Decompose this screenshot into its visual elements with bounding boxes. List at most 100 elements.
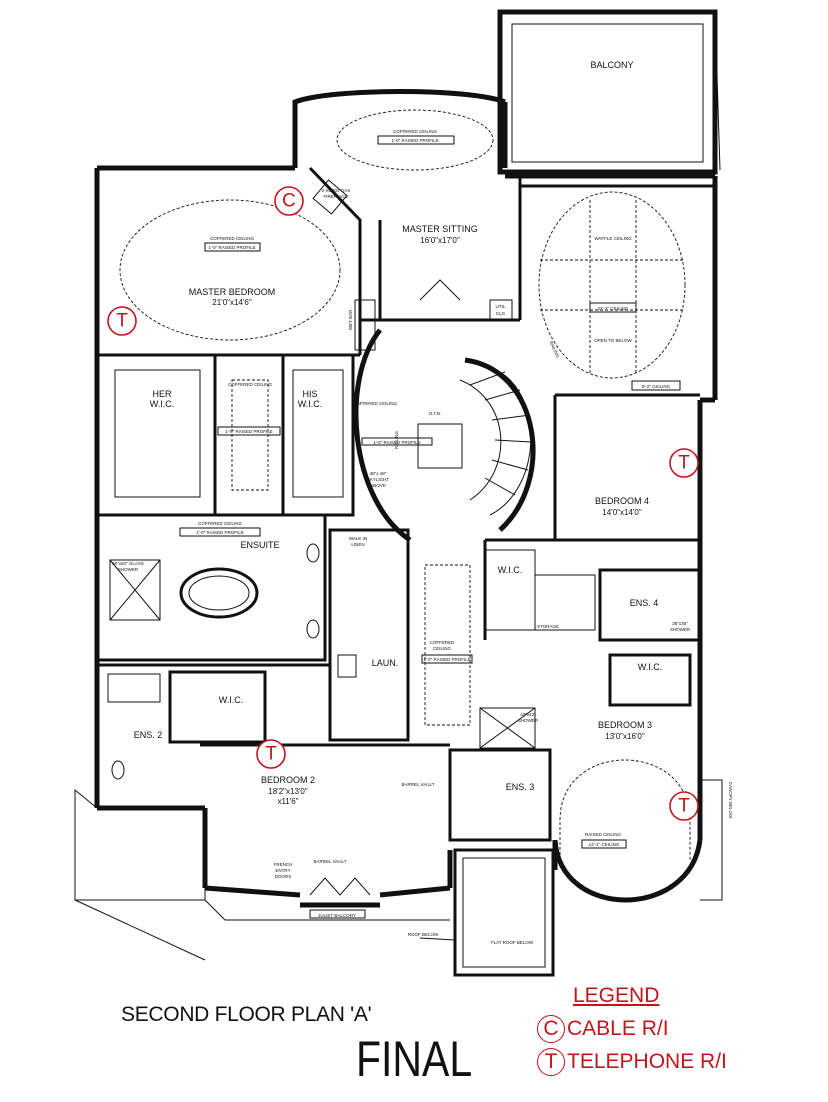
cable-outlet-marker: C xyxy=(274,186,304,216)
svg-text:22'-2" CEILING: 22'-2" CEILING xyxy=(598,306,629,311)
svg-text:60"x60" GLASS: 60"x60" GLASS xyxy=(112,561,144,566)
svg-text:T: T xyxy=(678,453,690,474)
legend-label: CABLE R/I xyxy=(567,1017,669,1040)
svg-text:RAILING: RAILING xyxy=(548,340,560,359)
svg-text:T: T xyxy=(678,796,690,817)
svg-text:ROOF BELOW: ROOF BELOW xyxy=(408,932,439,937)
svg-text:HIS: HIS xyxy=(302,389,317,399)
svg-text:14'0"x14'0": 14'0"x14'0" xyxy=(602,508,642,517)
svg-text:CLG.: CLG. xyxy=(496,311,507,316)
svg-text:ENS. 2: ENS. 2 xyxy=(134,730,163,740)
exterior-walls xyxy=(94,89,718,908)
svg-text:x11'6": x11'6" xyxy=(277,797,298,806)
svg-text:ENS. 3: ENS. 3 xyxy=(506,782,535,792)
bedroom-4-label: BEDROOM 4 xyxy=(595,496,649,506)
svg-text:W.I.C.: W.I.C. xyxy=(498,565,523,575)
svg-text:1'-0" RAISED PROFILE: 1'-0" RAISED PROFILE xyxy=(423,657,470,662)
telephone-outlet-marker: T xyxy=(256,739,286,769)
telephone-symbol-icon: T xyxy=(537,1048,565,1076)
balcony-area: BALCONY xyxy=(497,9,721,175)
svg-text:18'2"x13'0": 18'2"x13'0" xyxy=(268,787,308,796)
svg-text:WALK IN: WALK IN xyxy=(349,536,367,541)
bedroom-3: 42"x42" SHOWER ENS. 3 W.I.C. BEDROOM 3 1… xyxy=(448,653,733,901)
telephone-outlet-marker: T xyxy=(669,791,699,821)
svg-text:BARREL VAULT: BARREL VAULT xyxy=(402,782,435,787)
svg-text:SHOWER: SHOWER xyxy=(670,627,691,632)
open-to-below: WAFFLE CEILING 22'-2" CEILING OPEN TO BE… xyxy=(520,184,715,397)
svg-text:COFFERED CEILING: COFFERED CEILING xyxy=(353,401,398,406)
ensuite: 60"x60" GLASS SHOWER COFFERED CEILING 1'… xyxy=(95,513,327,662)
svg-text:42"x42": 42"x42" xyxy=(520,712,536,717)
stairwell: COFFERED CEILING 1'-0" RAISED PROFILE O.… xyxy=(353,328,536,543)
svg-text:CEILING: CEILING xyxy=(433,646,452,651)
legend-title: LEGEND xyxy=(573,984,660,1007)
svg-text:FIREPLACE: FIREPLACE xyxy=(323,194,348,199)
svg-text:ENTRY: ENTRY xyxy=(275,868,290,873)
bedroom-2-label: BEDROOM 2 xyxy=(261,775,315,785)
bedroom-2: W.I.C. ENS. 2 BEDROOM 2 18'2"x13'0" x11'… xyxy=(97,663,450,919)
master-bedroom: COFFERED CEILING 1'-0" RAISED PROFILE MA… xyxy=(97,166,376,357)
svg-text:RAILING: RAILING xyxy=(394,431,399,450)
svg-text:OPEN TO BELOW: OPEN TO BELOW xyxy=(594,338,632,343)
svg-text:WET BAR: WET BAR xyxy=(348,309,353,330)
svg-text:W.I.C.: W.I.C. xyxy=(298,399,323,409)
svg-text:W.I.C.: W.I.C. xyxy=(219,695,244,705)
laundry-label: LAUN. xyxy=(372,658,399,668)
svg-text:T: T xyxy=(116,311,128,332)
svg-text:FLAT ROOF BELOW: FLAT ROOF BELOW xyxy=(491,940,534,945)
svg-text:DOORS: DOORS xyxy=(275,874,292,879)
svg-text:48"x 48": 48"x 48" xyxy=(370,471,387,476)
svg-text:RAISED CEILING: RAISED CEILING xyxy=(585,832,622,837)
svg-text:HER: HER xyxy=(152,389,172,399)
svg-text:COFFERED CEILING: COFFERED CEILING xyxy=(228,382,273,387)
svg-text:FRENCH: FRENCH xyxy=(274,862,293,867)
svg-text:21'0"x14'6": 21'0"x14'6" xyxy=(212,298,252,307)
final-stamp: FINAL xyxy=(356,1031,473,1087)
svg-text:1'-0" RAISED PROFILE: 1'-0" RAISED PROFILE xyxy=(373,440,420,445)
bedroom-3-label: BEDROOM 3 xyxy=(598,720,652,730)
balcony-label: BALCONY xyxy=(590,60,633,70)
svg-text:9'-2" CEILING: 9'-2" CEILING xyxy=(642,384,671,389)
svg-text:JULIET BALCONY: JULIET BALCONY xyxy=(318,913,356,918)
laundry-core: WALK IN LINEN LAUN. COFFERED CEILING 1'-… xyxy=(328,528,473,742)
svg-text:BARREL VAULT: BARREL VAULT xyxy=(314,859,347,864)
cable-symbol-icon: C xyxy=(537,1015,565,1043)
legend-item-cable: C CABLE R/I xyxy=(537,1015,669,1043)
svg-text:W.I.C.: W.I.C. xyxy=(638,662,663,672)
master-bedroom-label: MASTER BEDROOM xyxy=(189,287,276,297)
svg-text:1'-0" RAISED PROFILE: 1'-0" RAISED PROFILE xyxy=(391,138,438,143)
svg-text:COFFERED CEILING: COFFERED CEILING xyxy=(393,129,438,134)
svg-text:SKYLIGHT: SKYLIGHT xyxy=(367,477,390,482)
svg-text:2-SIDED GAS: 2-SIDED GAS xyxy=(322,188,351,193)
ensuite-label: ENSUITE xyxy=(240,540,279,550)
svg-text:O.T.B.: O.T.B. xyxy=(429,411,442,416)
svg-text:13'0"x16'0": 13'0"x16'0" xyxy=(605,732,645,741)
walk-in-closets: HER W.I.C. HIS W.I.C. COFFERED CEILING 1… xyxy=(95,353,355,517)
legend-label: TELEPHONE R/I xyxy=(567,1050,727,1073)
bedroom-4: BEDROOM 4 14'0"x14'0" W.I.C. ENS. 4 36"x… xyxy=(483,395,702,642)
svg-text:SHOWER: SHOWER xyxy=(118,567,139,572)
svg-text:16'0"x17'0": 16'0"x17'0" xyxy=(420,236,460,245)
svg-text:36"x36": 36"x36" xyxy=(672,621,688,626)
svg-text:T: T xyxy=(265,744,277,765)
svg-text:C: C xyxy=(282,191,296,212)
svg-text:COFFERED CEILING: COFFERED CEILING xyxy=(198,521,243,526)
svg-text:STORAGE: STORAGE xyxy=(537,624,559,629)
master-sitting-label: MASTER SITTING xyxy=(402,224,478,234)
svg-text:12'-1" CEILING: 12'-1" CEILING xyxy=(589,842,620,847)
legend-item-telephone: T TELEPHONE R/I xyxy=(537,1048,727,1076)
master-sitting: COFFERED CEILING 1'-0" RAISED PROFILE MA… xyxy=(336,109,522,322)
svg-text:ENS. 4: ENS. 4 xyxy=(630,598,659,608)
roof-outlines: FLAT ROOF BELOW ROOF BELOW xyxy=(74,788,555,977)
svg-text:COFFERED CEILING: COFFERED CEILING xyxy=(210,236,255,241)
svg-text:ABOVE: ABOVE xyxy=(370,483,386,488)
svg-text:COFFERED: COFFERED xyxy=(430,640,456,645)
svg-text:CANOPY BELOW: CANOPY BELOW xyxy=(728,782,733,819)
svg-text:UTIL.: UTIL. xyxy=(495,304,506,309)
svg-text:SHOWER: SHOWER xyxy=(518,718,539,723)
telephone-outlet-marker: T xyxy=(107,306,137,336)
svg-text:LINEN: LINEN xyxy=(351,542,364,547)
svg-text:WAFFLE CEILING: WAFFLE CEILING xyxy=(594,236,632,241)
svg-text:W.I.C.: W.I.C. xyxy=(150,399,175,409)
